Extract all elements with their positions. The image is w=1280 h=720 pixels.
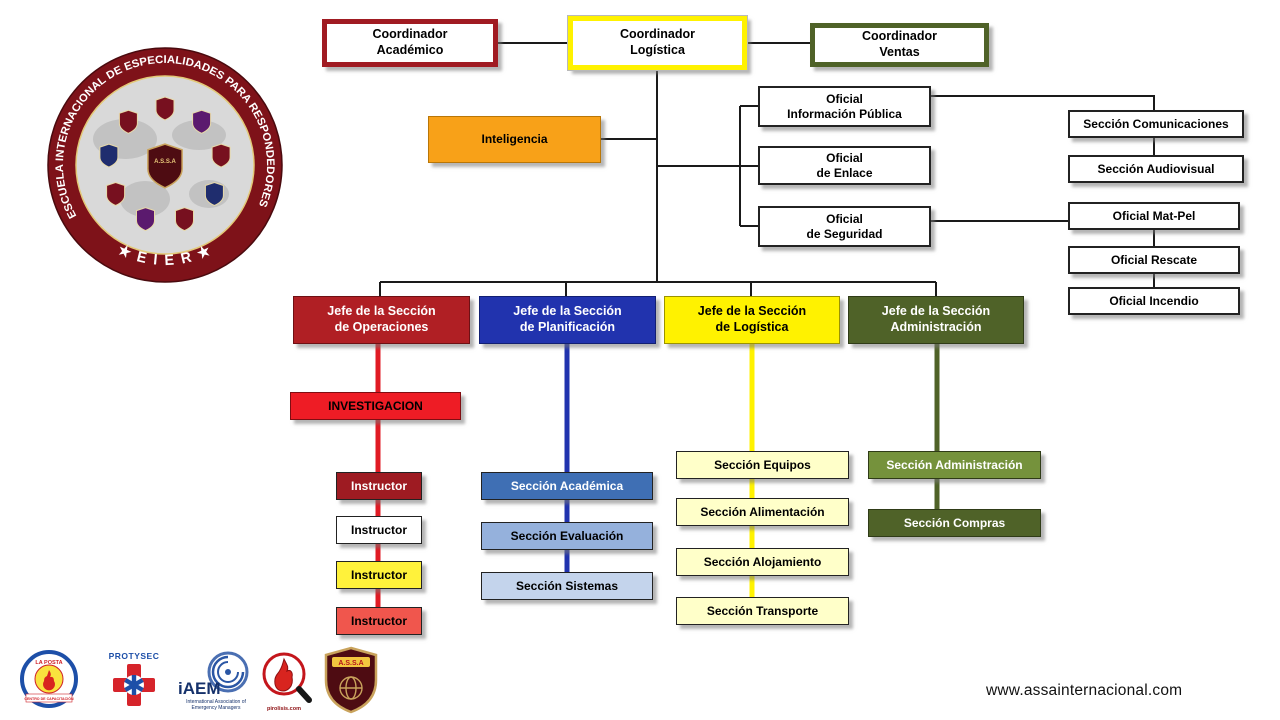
la-posta-flame-icon xyxy=(43,670,55,691)
org-node-investigacion: INVESTIGACION xyxy=(290,392,461,420)
protysec-logo: PROTYSEC xyxy=(102,648,166,712)
org-node-oficial-informacion-publica: Oficial Información Pública xyxy=(758,86,931,127)
iaem-sublabel-2: Emergency Managers xyxy=(192,705,241,711)
org-node-instructor-2: Instructor xyxy=(336,516,422,544)
flame-icon xyxy=(274,657,293,692)
assa-shield-logo: A.S.S.A xyxy=(320,646,382,716)
pirolisis-logo: pirolisis.com xyxy=(260,648,314,714)
org-node-seccion-equipos: Sección Equipos xyxy=(676,451,849,479)
org-node-oficial-matpel: Oficial Mat-Pel xyxy=(1068,202,1240,230)
org-node-jefe-administracion: Jefe de la Sección Administración xyxy=(848,296,1024,344)
org-node-oficial-seguridad: Oficial de Seguridad xyxy=(758,206,931,247)
iaem-logo: iAEM International Association of Emerge… xyxy=(176,650,256,714)
org-node-seccion-academica: Sección Académica xyxy=(481,472,653,500)
org-node-jefe-operaciones: Jefe de la Sección de Operaciones xyxy=(293,296,470,344)
org-node-oficial-incendio: Oficial Incendio xyxy=(1068,287,1240,315)
org-node-jefe-logistica: Jefe de la Sección de Logística xyxy=(664,296,840,344)
assa-label: A.S.S.A xyxy=(338,660,363,667)
org-node-instructor-3: Instructor xyxy=(336,561,422,589)
org-node-seccion-alojamiento: Sección Alojamiento xyxy=(676,548,849,576)
la-posta-label: LA POSTA xyxy=(35,660,62,666)
iaem-label: iAEM xyxy=(178,679,221,698)
eier-seal-logo: A.S.S.A ESCUELA INTERNACIONAL DE ESPECIA… xyxy=(47,47,283,283)
org-node-seccion-transporte: Sección Transporte xyxy=(676,597,849,625)
seal-center-shield-label: A.S.S.A xyxy=(154,159,176,165)
protysec-label: PROTYSEC xyxy=(109,651,160,661)
org-node-inteligencia: Inteligencia xyxy=(428,116,601,163)
iaem-swirl-icon xyxy=(207,651,249,693)
globe-icon xyxy=(339,676,363,700)
org-node-seccion-sistemas: Sección Sistemas xyxy=(481,572,653,600)
org-node-seccion-alimentacion: Sección Alimentación xyxy=(676,498,849,526)
la-posta-logo: LA POSTA CENTRO DE CAPACITACIÓN xyxy=(20,650,78,710)
org-node-oficial-enlace: Oficial de Enlace xyxy=(758,146,931,185)
la-posta-sublabel: CENTRO DE CAPACITACIÓN xyxy=(24,696,74,701)
org-node-seccion-administracion: Sección Administración xyxy=(868,451,1041,479)
org-node-coordinador-academico: Coordinador Académico xyxy=(322,19,498,67)
org-node-oficial-rescate: Oficial Rescate xyxy=(1068,246,1240,274)
org-node-seccion-audiovisual: Sección Audiovisual xyxy=(1068,155,1244,183)
protysec-star-of-life-icon xyxy=(124,675,144,695)
black-connectors xyxy=(379,42,1155,301)
org-node-seccion-evaluacion: Sección Evaluación xyxy=(481,522,653,550)
org-node-instructor-1: Instructor xyxy=(336,472,422,500)
website-url: www.assainternacional.com xyxy=(986,682,1183,699)
org-node-seccion-comunicaciones: Sección Comunicaciones xyxy=(1068,110,1244,138)
org-node-seccion-compras: Sección Compras xyxy=(868,509,1041,537)
pirolisis-label: pirolisis.com xyxy=(267,706,301,712)
org-node-coordinador-ventas: Coordinador Ventas xyxy=(810,23,989,67)
iaem-sublabel-1: International Association of xyxy=(186,699,246,705)
org-node-coordinador-logistica: Coordinador Logística xyxy=(567,15,748,71)
org-node-jefe-planificacion: Jefe de la Sección de Planificación xyxy=(479,296,656,344)
magnifier-handle-icon xyxy=(296,686,312,703)
org-node-instructor-4: Instructor xyxy=(336,607,422,635)
